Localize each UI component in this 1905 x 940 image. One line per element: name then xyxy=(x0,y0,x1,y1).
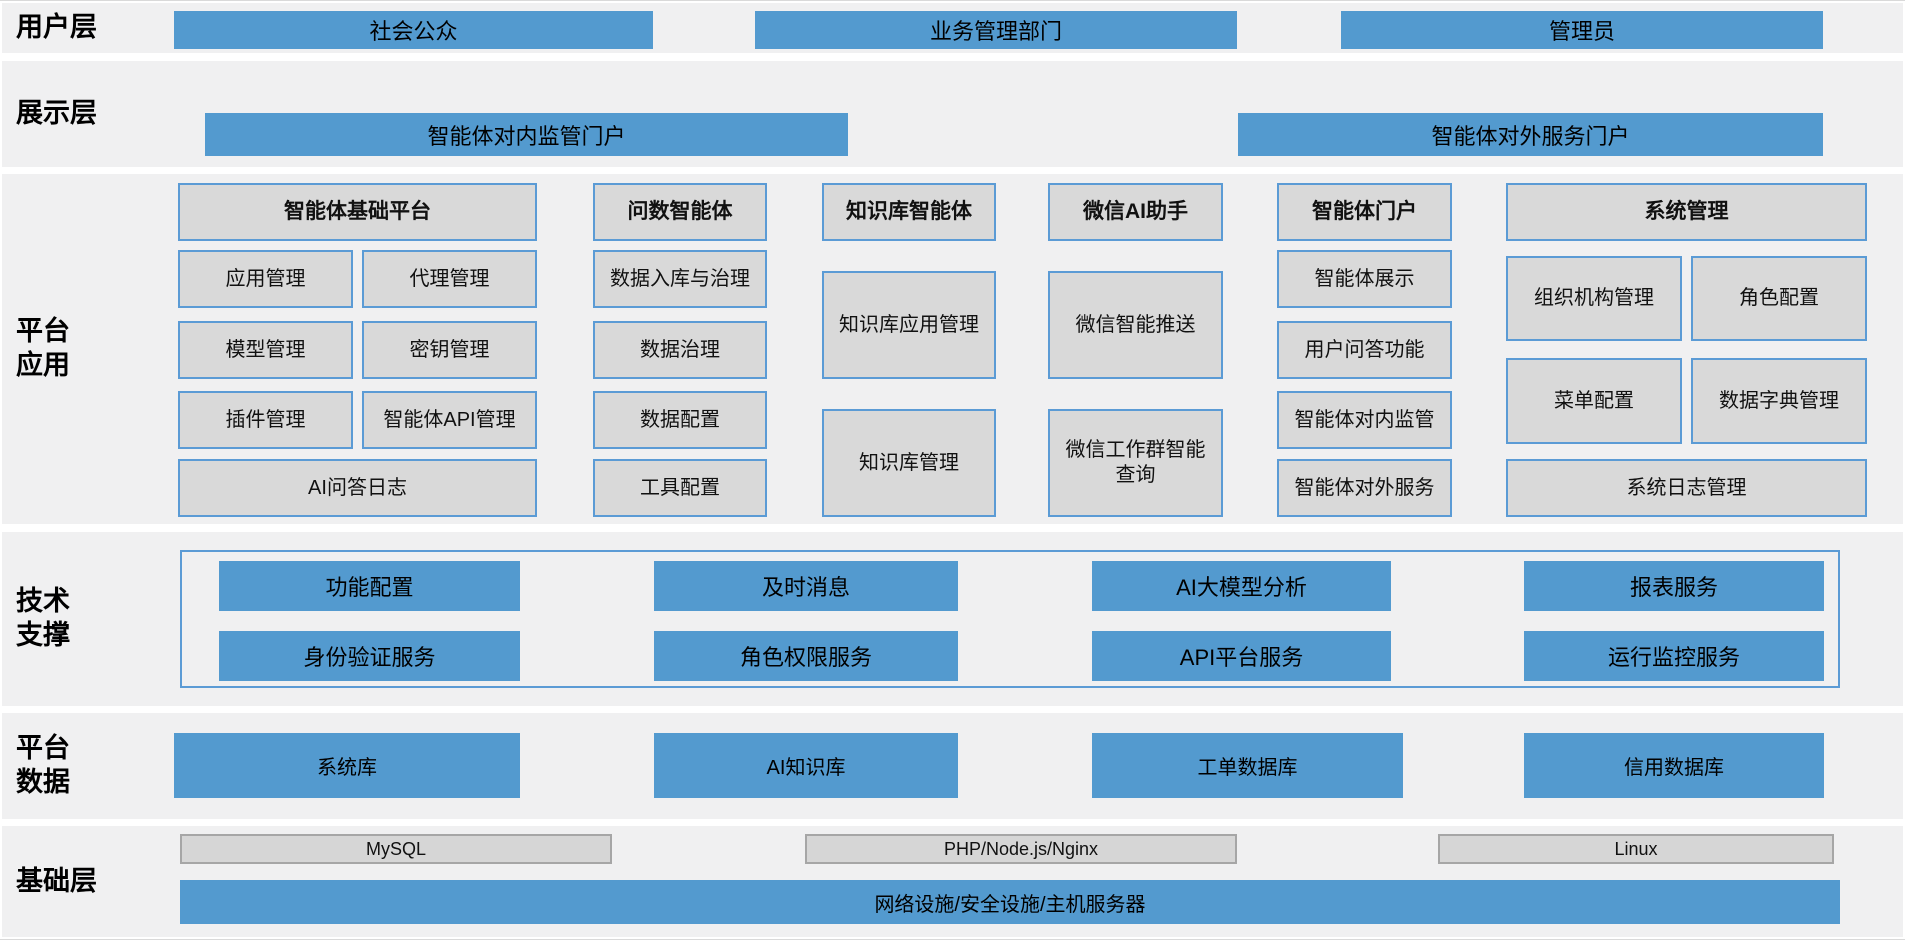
tech-bar-feature-config: 功能配置 xyxy=(219,561,520,611)
tech-bar-operation-monitor: 运行监控服务 xyxy=(1524,631,1824,681)
infra-layer-label: 基础层 xyxy=(16,865,97,896)
box-agent-external-service: 智能体对外服务 xyxy=(1277,459,1452,517)
col-wechat-ai-assistant-header: 微信AI助手 xyxy=(1048,183,1223,241)
tech-bar-role-permission: 角色权限服务 xyxy=(654,631,958,681)
display-layer-label: 展示层 xyxy=(16,98,97,129)
box-plugin-management: 插件管理 xyxy=(178,391,353,449)
tech-bar-api-platform: API平台服务 xyxy=(1092,631,1391,681)
user-bar-business-dept: 业务管理部门 xyxy=(755,11,1237,49)
box-agent-proxy-management: 代理管理 xyxy=(362,250,537,308)
box-wechat-smart-push: 微信智能推送 xyxy=(1048,271,1223,379)
box-data-config: 数据配置 xyxy=(593,391,767,449)
box-model-management: 模型管理 xyxy=(178,321,353,379)
user-layer-label: 用户层 xyxy=(16,12,97,43)
tech-bar-ai-llm-analysis: AI大模型分析 xyxy=(1092,561,1391,611)
display-bar-internal-portal: 智能体对内监管门户 xyxy=(205,113,848,156)
box-key-management: 密钥管理 xyxy=(362,321,537,379)
box-menu-config: 菜单配置 xyxy=(1506,358,1682,444)
box-system-log-management: 系统日志管理 xyxy=(1506,459,1867,517)
infra-box-mysql: MySQL xyxy=(180,834,612,864)
box-tool-config: 工具配置 xyxy=(593,459,767,517)
box-user-qa-feature: 用户问答功能 xyxy=(1277,321,1452,379)
box-role-config: 角色配置 xyxy=(1691,256,1867,341)
data-bar-credit-db: 信用数据库 xyxy=(1524,733,1824,798)
data-bar-system-db: 系统库 xyxy=(174,733,520,798)
platform-data-layer-label: 平台 数据 xyxy=(16,733,70,797)
box-agent-showcase: 智能体展示 xyxy=(1277,250,1452,308)
data-bar-ai-knowledge-db: AI知识库 xyxy=(654,733,958,798)
col-knowledge-base-agent-header: 知识库智能体 xyxy=(822,183,996,241)
col-system-management-header: 系统管理 xyxy=(1506,183,1867,241)
infra-bar-network-security-host: 网络设施/安全设施/主机服务器 xyxy=(180,880,1840,924)
box-data-governance: 数据治理 xyxy=(593,321,767,379)
box-kb-management: 知识库管理 xyxy=(822,409,996,517)
user-bar-public: 社会公众 xyxy=(174,11,653,49)
user-bar-admin: 管理员 xyxy=(1341,11,1823,49)
box-data-dictionary-management: 数据字典管理 xyxy=(1691,358,1867,444)
box-wechat-workgroup-query: 微信工作群智能查询 xyxy=(1048,409,1223,517)
box-data-ingest-governance: 数据入库与治理 xyxy=(593,250,767,308)
tech-bar-identity-verification: 身份验证服务 xyxy=(219,631,520,681)
box-agent-internal-supervision: 智能体对内监管 xyxy=(1277,391,1452,449)
infra-box-linux: Linux xyxy=(1438,834,1834,864)
tech-bar-instant-message: 及时消息 xyxy=(654,561,958,611)
tech-support-frame xyxy=(180,550,1840,688)
data-bar-ticket-db: 工单数据库 xyxy=(1092,733,1403,798)
infra-box-php-node-nginx: PHP/Node.js/Nginx xyxy=(805,834,1237,864)
platform-app-layer-label: 平台 应用 xyxy=(16,316,70,380)
col-data-query-agent-header: 问数智能体 xyxy=(593,183,767,241)
col-agent-portal-header: 智能体门户 xyxy=(1277,183,1452,241)
box-ai-qa-log: AI问答日志 xyxy=(178,459,537,517)
col-agent-base-platform-header: 智能体基础平台 xyxy=(178,183,537,241)
box-org-management: 组织机构管理 xyxy=(1506,256,1682,341)
box-kb-app-management: 知识库应用管理 xyxy=(822,271,996,379)
box-app-management: 应用管理 xyxy=(178,250,353,308)
display-bar-external-portal: 智能体对外服务门户 xyxy=(1238,113,1823,156)
tech-support-layer-label: 技术 支撑 xyxy=(16,586,70,650)
box-agent-api-management: 智能体API管理 xyxy=(362,391,537,449)
tech-bar-report-service: 报表服务 xyxy=(1524,561,1824,611)
